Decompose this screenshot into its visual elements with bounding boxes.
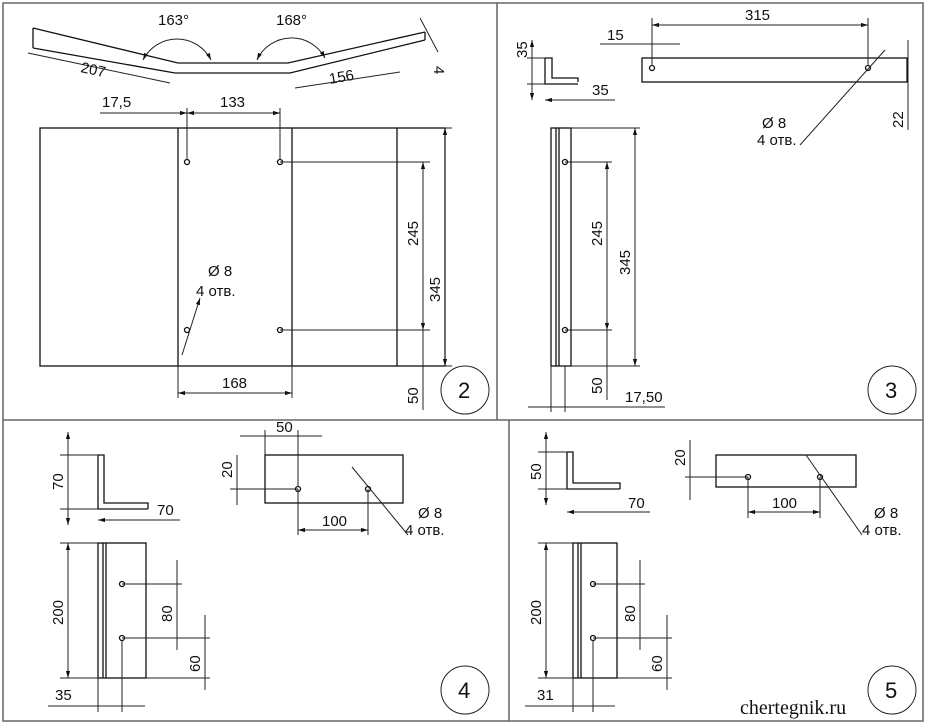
p4-profile — [98, 454, 149, 509]
p3-number: 3 — [885, 378, 897, 403]
p5-dim-31: 31 — [537, 687, 554, 704]
p5-dim-100: 100 — [772, 495, 797, 512]
p5-top-view — [715, 454, 857, 488]
p3-side-view — [550, 127, 572, 367]
p5-hole-count: 4 отв. — [862, 522, 902, 539]
p5-dim-60: 60 — [649, 655, 666, 672]
p3-profile — [545, 57, 579, 82]
panel-2: 163° 168° 207 156 4 17,5 133 168 — [27, 12, 490, 415]
p2-angle-left: 163° — [158, 12, 189, 29]
p3-hole-left — [648, 64, 656, 72]
p2-bent-profile — [32, 27, 426, 74]
p4-hole-count: 4 отв. — [405, 522, 445, 539]
p2-dim-345: 345 — [427, 277, 444, 302]
p3-hole-diameter: Ø 8 — [762, 115, 786, 132]
p4-dim-200: 200 — [50, 600, 67, 625]
p3-hole-right — [864, 64, 872, 72]
p5-number: 5 — [885, 678, 897, 703]
p4-number: 4 — [458, 678, 470, 703]
panel-5: 50 70 20 100 Ø 8 4 отв. 200 80 60 — [525, 432, 917, 715]
p2-hole-1 — [183, 158, 191, 166]
p3-dim-50: 50 — [589, 377, 606, 394]
p5-side-view — [572, 542, 618, 679]
p3-dim-245: 245 — [589, 221, 606, 246]
p2-dim-207: 207 — [79, 59, 107, 81]
p2-dim-4: 4 — [430, 66, 447, 74]
p2-hole-leader — [181, 297, 201, 356]
p2-dim-line-4 — [419, 17, 439, 53]
p4-dim-80: 80 — [159, 605, 176, 622]
panel-4: 70 70 50 20 100 Ø 8 4 отв. 200 — [48, 419, 490, 715]
p5-number-circle — [867, 665, 917, 715]
p4-hole-leader — [351, 466, 409, 536]
p2-angle-right: 168° — [276, 12, 307, 29]
p2-dim-line-207 — [27, 52, 171, 84]
p4-dim-100: 100 — [322, 513, 347, 530]
p5-dim-70: 70 — [628, 495, 645, 512]
p4-dim-60: 60 — [187, 655, 204, 672]
p2-hole-diameter: Ø 8 — [208, 263, 232, 280]
p3-number-circle — [867, 365, 917, 415]
p4-dim-70h: 70 — [157, 502, 174, 519]
p2-dim-133: 133 — [220, 94, 245, 111]
p4-dim-20: 20 — [219, 461, 236, 478]
p4-dim-35: 35 — [55, 687, 72, 704]
p3-dim-315: 315 — [745, 7, 770, 24]
p3-hole-leader — [799, 49, 886, 146]
panel-3: 35 35 315 15 22 Ø 8 4 отв. 245 345 5 — [514, 7, 917, 415]
p2-dim-50: 50 — [405, 387, 422, 404]
p3-top-view — [641, 57, 908, 83]
p4-dim-70v: 70 — [50, 473, 67, 490]
p3-dim-15: 15 — [607, 27, 624, 44]
watermark: chertegnik.ru — [740, 697, 846, 719]
p2-dim-17-5: 17,5 — [102, 94, 131, 111]
p2-dim-156: 156 — [328, 67, 356, 88]
p2-hole-count: 4 отв. — [196, 283, 236, 300]
p5-dim-80: 80 — [622, 605, 639, 622]
p5-profile — [567, 451, 621, 489]
p4-top-view — [264, 454, 404, 504]
p2-angle-arc-left — [142, 38, 212, 61]
p2-number-circle — [440, 365, 490, 415]
p3-dim-345: 345 — [617, 250, 634, 275]
p5-hole-diameter: Ø 8 — [874, 505, 898, 522]
p4-number-circle — [440, 665, 490, 715]
p2-dim-168: 168 — [222, 375, 247, 392]
p2-angle-arc-right — [256, 37, 326, 61]
p5-dim-20: 20 — [672, 449, 689, 466]
p3-hole-count: 4 отв. — [757, 132, 797, 149]
p3-dim-17-50: 17,50 — [625, 389, 663, 406]
p5-hole-leader — [805, 454, 863, 536]
p3-dim-22: 22 — [890, 111, 907, 128]
p2-dim-245: 245 — [405, 221, 422, 246]
p4-hole-diameter: Ø 8 — [418, 505, 442, 522]
p5-dim-200: 200 — [528, 600, 545, 625]
p2-dim-line-156 — [294, 71, 401, 89]
p2-hole-3 — [183, 326, 191, 334]
p3-dim-35h: 35 — [592, 82, 609, 99]
p2-number: 2 — [458, 378, 470, 403]
p5-dim-50: 50 — [528, 463, 545, 480]
p4-dim-50: 50 — [276, 419, 293, 436]
p3-dim-35v: 35 — [514, 41, 531, 58]
